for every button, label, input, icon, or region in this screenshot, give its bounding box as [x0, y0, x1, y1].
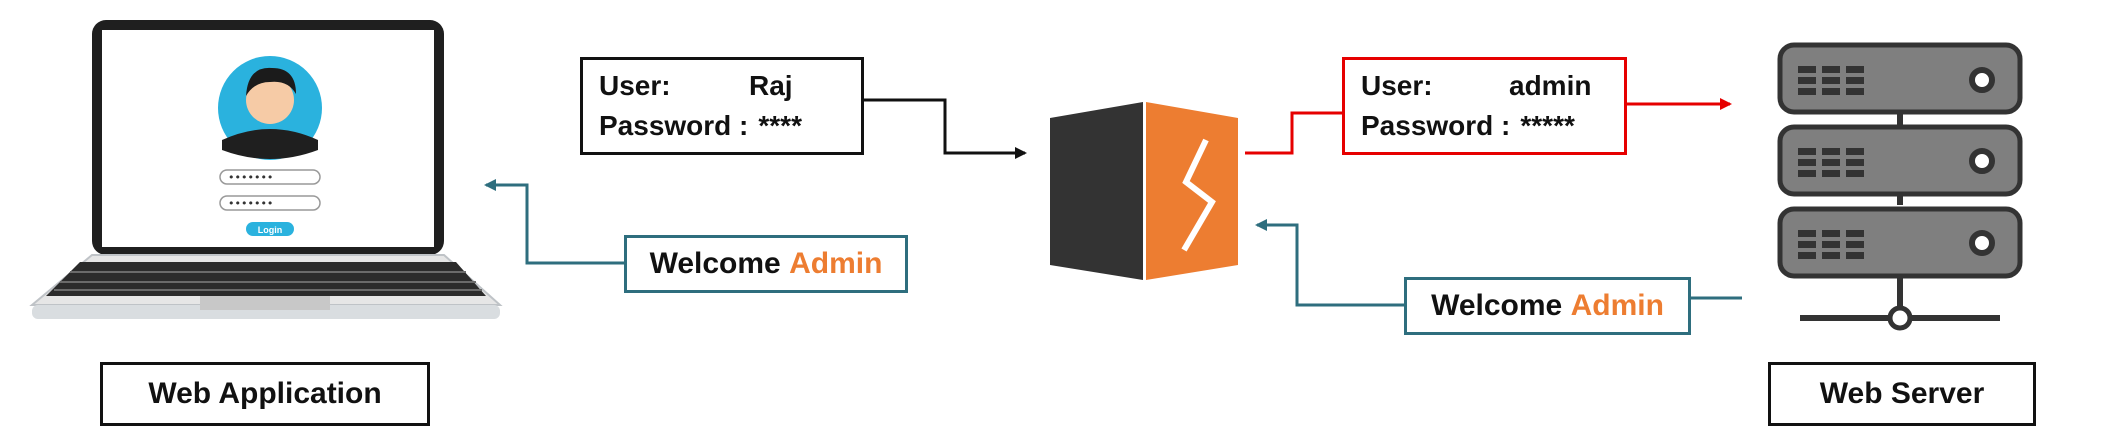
password-label: Password :: [599, 110, 749, 141]
server-welcome-box: Welcome Admin: [1404, 277, 1691, 335]
modified-credentials-box: User: admin Password : *****: [1342, 57, 1627, 155]
password-mask: •••••••: [228, 197, 273, 210]
server-icon: [1777, 42, 2023, 331]
password-field[interactable]: [219, 195, 321, 211]
response-arrow-to-client: [484, 179, 625, 265]
web-server-label-text: Web Server: [1819, 377, 1985, 410]
welcome-text: Welcome: [1431, 289, 1571, 322]
user-label: User:: [599, 70, 671, 101]
client-welcome-box: Welcome Admin: [624, 235, 908, 293]
user-value: admin: [1509, 70, 1592, 101]
avatar-icon: [218, 56, 322, 160]
password-label: Password :: [1361, 110, 1511, 141]
login-button-label: Login: [258, 225, 283, 235]
user-label: User:: [1361, 70, 1433, 101]
password-value: ****: [758, 110, 802, 141]
user-value: Raj: [749, 70, 793, 101]
welcome-text: Welcome: [649, 247, 790, 280]
request-arrow-to-proxy: [862, 98, 1027, 159]
username-mask: •••••••: [228, 171, 273, 184]
modified-request-arrow: [1245, 111, 1342, 155]
welcome-highlight: Admin: [1570, 289, 1664, 322]
web-application-label: Web Application: [100, 362, 430, 426]
response-arrow-to-proxy: [1255, 219, 1404, 307]
web-server-label: Web Server: [1768, 362, 2036, 426]
password-value: *****: [1520, 110, 1575, 141]
web-application-label-text: Web Application: [148, 377, 382, 410]
welcome-highlight: Admin: [789, 247, 883, 280]
proxy-icon: [1050, 102, 1238, 280]
login-button[interactable]: [246, 222, 294, 236]
username-field[interactable]: [219, 169, 321, 185]
original-credentials-box: User: Raj Password : ****: [580, 57, 864, 155]
